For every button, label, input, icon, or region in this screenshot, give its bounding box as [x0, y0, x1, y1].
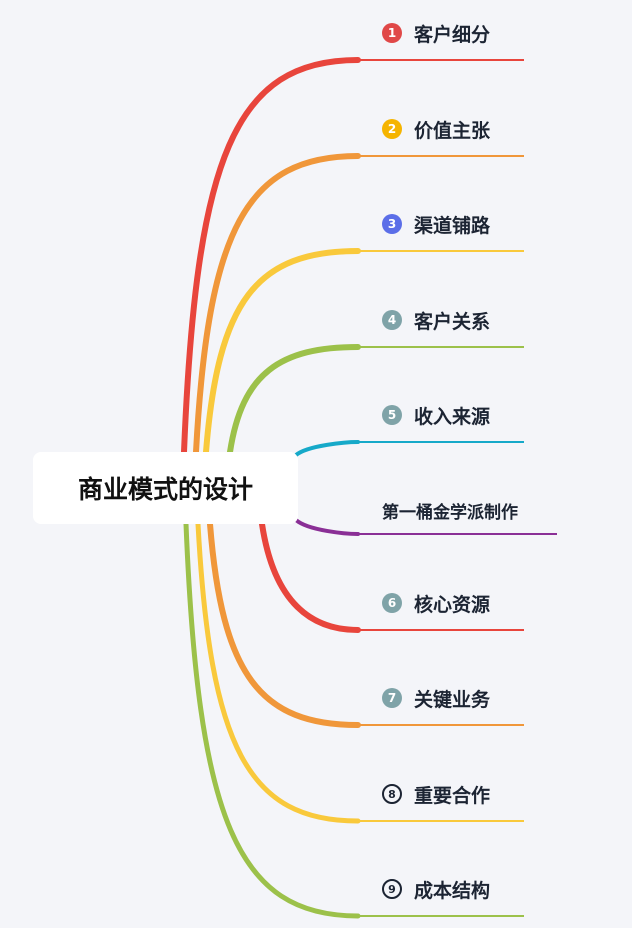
branch-curve: [193, 153, 361, 455]
branch-curve: [227, 344, 361, 455]
number-badge-icon: 6: [382, 593, 402, 613]
number-badge-icon: 4: [382, 310, 402, 330]
branch-label: 渠道铺路: [414, 214, 491, 237]
number-badge-icon: 3: [382, 214, 402, 234]
branch-curve: [259, 521, 361, 633]
branch-label: 第一桶金学派制作: [382, 502, 518, 523]
number-badge-icon: 9: [382, 879, 402, 899]
number-badge-icon: 1: [382, 23, 402, 43]
branch-curve: [294, 440, 360, 457]
number-badge-icon: 8: [382, 784, 402, 804]
branch-label: 重要合作: [414, 784, 491, 807]
branch-curve: [183, 521, 361, 919]
branch-topic[interactable]: 8 重要合作: [382, 781, 490, 807]
branch-topic[interactable]: 9 成本结构: [382, 876, 490, 902]
number-badge-icon: 2: [382, 119, 402, 139]
branch-curve: [181, 57, 361, 455]
central-topic[interactable]: 商业模式的设计: [33, 452, 298, 524]
branch-curve: [195, 521, 361, 824]
branch-label: 客户关系: [414, 310, 491, 333]
branch-topic[interactable]: 5 收入来源: [382, 402, 490, 428]
branch-curve: [207, 521, 361, 728]
branch-label: 关键业务: [414, 688, 491, 711]
number-badge-icon: 7: [382, 688, 402, 708]
central-topic-label: 商业模式的设计: [77, 475, 253, 504]
branch-topic[interactable]: 第一桶金学派制作: [382, 497, 518, 523]
branch-topic[interactable]: 1 客户细分: [382, 20, 490, 46]
branch-label: 客户细分: [414, 23, 491, 46]
branch-label: 核心资源: [414, 593, 491, 616]
branch-topic[interactable]: 7 关键业务: [382, 685, 490, 711]
branch-curve: [294, 518, 360, 536]
branch-curve: [203, 248, 361, 455]
branch-topic[interactable]: 4 客户关系: [382, 307, 490, 333]
branch-topic[interactable]: 3 渠道铺路: [382, 211, 490, 237]
branch-label: 价值主张: [414, 119, 491, 142]
number-badge-icon: 5: [382, 405, 402, 425]
branch-topic[interactable]: 2 价值主张: [382, 116, 490, 142]
branch-label: 收入来源: [414, 405, 491, 428]
branch-topic[interactable]: 6 核心资源: [382, 590, 490, 616]
branch-label: 成本结构: [414, 879, 491, 902]
